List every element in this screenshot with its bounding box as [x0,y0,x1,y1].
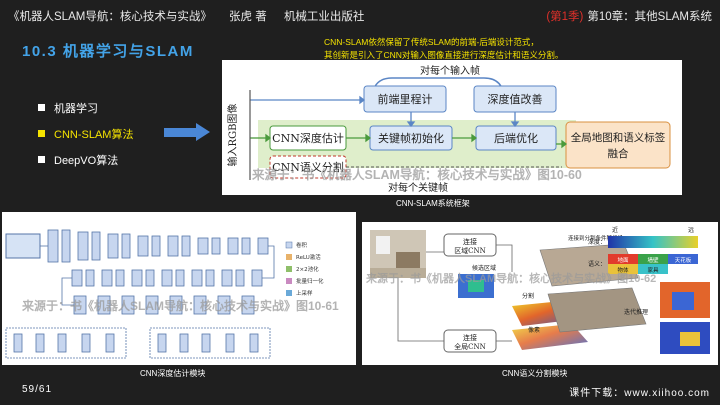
download-link[interactable]: 课件下载：www.xiihoo.com [569,388,710,399]
label-connect-split: 连接到分割条件随机场 [568,234,624,242]
label-pixel: 像素 [528,326,540,334]
label-split: 分割 [522,292,534,300]
bullet-square-icon [38,156,45,163]
header-right: (第1季)第10章：其他SLAM系统 [546,8,712,24]
label-iter: 迭代推理 [624,308,648,316]
arrow-right-icon [164,128,198,137]
publisher: 机械工业出版社 [283,11,365,23]
bullet-square-icon [38,130,45,137]
legend-item: 2×2池化 [296,265,319,273]
bullet-item-active[interactable]: CNN-SLAM算法 [38,126,133,142]
room-layer-bottom [547,287,647,333]
class-label: 天花板 [675,256,692,264]
label-depth: 深度： [588,238,606,246]
semantic-class-legend: 地面 墙壁 天花板 物体 家具 [608,254,698,274]
page-number: 59/61 [22,384,53,395]
depth-estimation-figure: 卷积 ReLU激活 2×2池化 批量归一化 上采样 来源于：书《机器人SLAM导… [2,212,356,365]
label-region-cnn-1: 连接 [463,237,477,246]
section-title: 10.3 机器学习与SLAM [22,43,194,60]
label-global-cnn-1: 连接 [463,333,477,342]
legend-item: 上采样 [296,289,313,297]
watermark: 来源于：书《机器人SLAM导航：核心技术与实战》图10-62 [365,271,656,285]
label-cnn-semantic: CNN语义分割 [272,160,344,174]
bullet-label: DeepVO算法 [54,155,119,167]
caption-depth: CNN深度估计模块 [140,369,206,378]
note-line: CNN-SLAM依然保留了传统SLAM的前端-后端设计范式， [324,37,539,47]
legend-item: 批量归一化 [296,277,324,285]
legend-item: ReLU激活 [296,253,321,261]
label-side: 输入RGB图像 [226,104,239,167]
class-label: 墙壁 [647,256,659,264]
label-region-cnn-2: 区域CNN [454,246,486,255]
book-title: 《机器人SLAM导航：核心技术与实战》 [8,11,212,23]
edition-tag: (第1季) [546,11,584,23]
label-global-map-2: 融合 [608,147,629,160]
watermark: 来源于：书《机器人SLAM导航：核心技术与实战》图10-60 [251,167,582,182]
box-global-map [565,121,671,169]
bullet-label: 机器学习 [54,103,98,115]
author: 张虎 著 [229,11,267,23]
depth-colorbar [608,236,698,248]
label-keyframe-init: 关键帧初始化 [378,131,444,145]
label-near: 近 [612,226,618,234]
bullet-label: CNN-SLAM算法 [54,129,134,141]
label-far: 远 [688,226,694,234]
label-semantic: 语义： [588,260,606,268]
box-frontend [363,85,447,113]
header-left: 《机器人SLAM导航：核心技术与实战》 张虎 著 机械工业出版社 [8,8,378,24]
label-cnn-depth: CNN深度估计 [272,131,344,145]
label-global-map: 全局地图和语义标签 [571,131,666,144]
label-frontend: 前端里程计 [378,92,433,106]
chapter-title: 第10章：其他SLAM系统 [587,11,712,23]
note-line: 其创新是引入了CNN对输入图像直接进行深度估计和语义分割。 [324,50,564,60]
bullet-item[interactable]: 机器学习 [38,100,98,116]
semantic-segmentation-figure: 连接 区域CNN 连接 全局CNN 候选区域 连接到分割条件随机场 分割 像素 … [362,222,718,365]
caption-framework: CNN-SLAM系统框架 [396,199,470,208]
bullet-square-icon [38,104,45,111]
class-label: 地面 [617,256,629,264]
cnn-slam-diagram: 前端里程计 深度值改善 对每个输入帧 CNN深度估计 关键帧初始化 后端优化 全… [222,60,682,195]
arrow-head-icon [196,123,210,141]
depth-legend: 卷积 ReLU激活 2×2池化 批量归一化 上采样 [285,241,324,297]
caption-semantic: CNN语义分割模块 [502,369,568,378]
label-backend: 后端优化 [494,131,538,145]
legend-item: 卷积 [296,241,308,249]
watermark: 来源于：书《机器人SLAM导航：核心技术与实战》图10-61 [21,298,339,313]
input-image-block [5,233,41,259]
label-candidate: 候选区域 [472,264,496,272]
note: CNN-SLAM依然保留了传统SLAM的前端-后端设计范式， 其创新是引入了CN… [324,36,563,62]
class-label: 物体 [617,266,629,274]
label-depth-refine: 深度值改善 [488,92,543,106]
bullet-item[interactable]: DeepVO算法 [38,152,118,168]
label-top: 对每个输入帧 [420,64,480,77]
label-bottom: 对每个关键帧 [388,181,448,194]
label-global-cnn-2: 全局CNN [454,342,486,351]
class-label: 家具 [647,266,659,274]
